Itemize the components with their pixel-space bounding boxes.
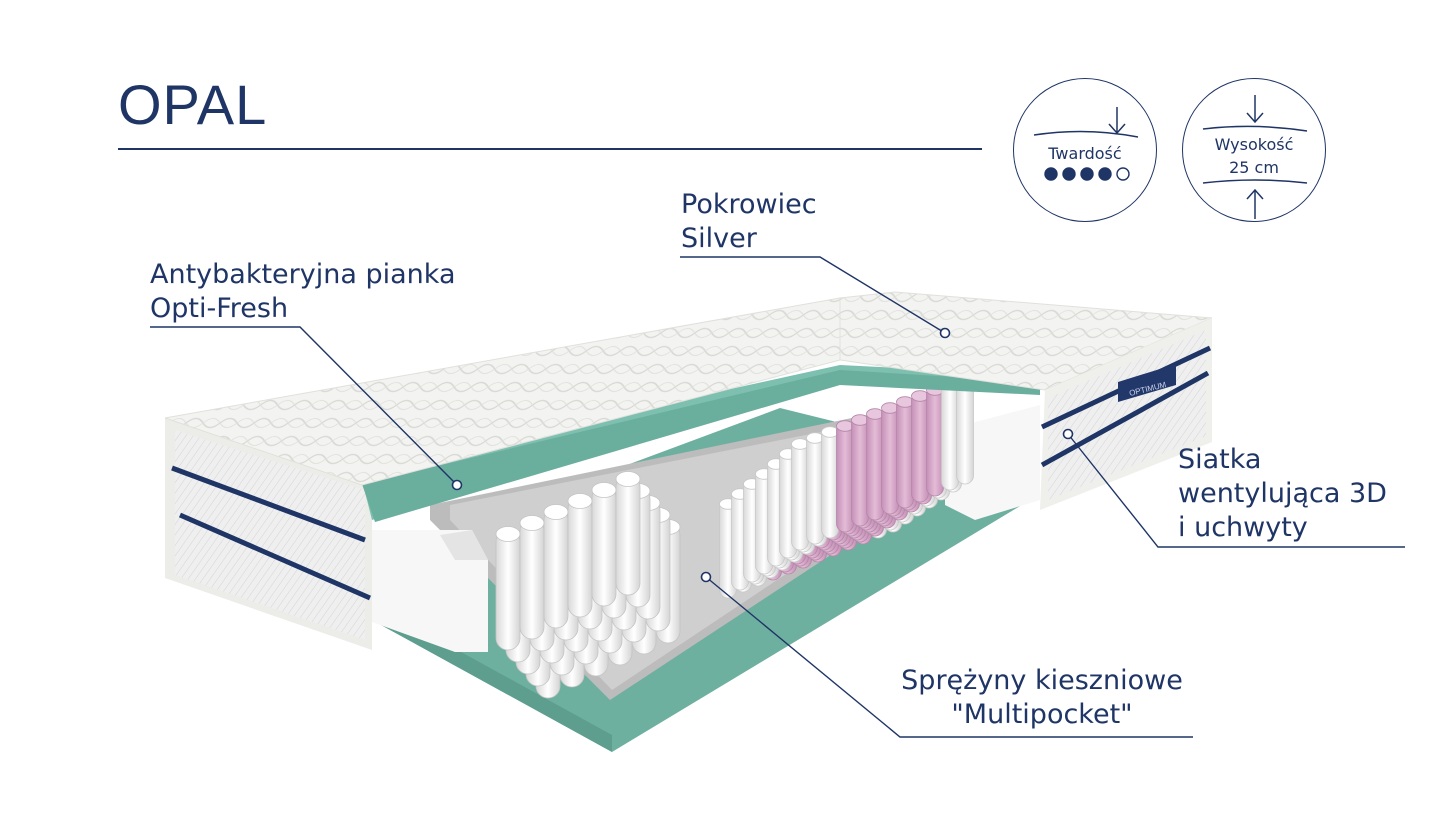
cover-callout-line2: Silver — [681, 223, 757, 254]
firmness-badge: Twardość — [1013, 78, 1157, 222]
springs-leader-line — [705, 576, 1193, 738]
cover-callout: Pokrowiec Silver — [681, 188, 817, 256]
pocket-spring — [821, 426, 839, 539]
pocket-spring — [615, 471, 641, 596]
firmness-dot-filled — [1044, 167, 1058, 181]
mesh-marker — [1062, 428, 1074, 440]
pocket-spring — [941, 378, 959, 491]
height-label: Wysokość — [1214, 135, 1294, 154]
pocket-spring — [591, 482, 617, 607]
pocket-spring — [836, 420, 854, 533]
springs-callout-line1: Sprężyny kieszniowe — [901, 665, 1183, 696]
cover-marker — [939, 327, 951, 339]
product-title: OPAL — [118, 73, 268, 136]
height-badge: Wysokość 25 cm — [1182, 78, 1326, 222]
firmness-dot-filled — [1080, 167, 1094, 181]
edge-foam-left — [372, 530, 488, 652]
firmness-badge-graphic — [1033, 107, 1139, 181]
pocket-spring — [851, 414, 869, 527]
pocket-spring — [495, 526, 521, 651]
mesh-leader-line — [1067, 433, 1405, 548]
pocket-spring — [543, 504, 569, 629]
brand-label-patch — [1118, 364, 1176, 402]
mesh-callout-line3: i uchwyty — [1178, 512, 1308, 543]
cover-callout-line1: Pokrowiec — [681, 189, 817, 220]
surface-line — [1033, 130, 1139, 138]
height-badge-graphic — [1202, 95, 1308, 219]
bottom-line — [1202, 179, 1308, 184]
foam-callout-line1: Antybakteryjna pianka — [150, 259, 456, 290]
side-stripe-top — [171, 465, 366, 543]
firmness-label: Twardość — [1048, 144, 1122, 163]
pocket-spring — [791, 438, 809, 551]
pocket-springs — [495, 372, 974, 699]
springs-marker — [700, 571, 712, 583]
foam-callout: Antybakteryjna pianka Opti-Fresh — [150, 258, 456, 326]
side-mesh — [175, 430, 365, 640]
pocket-spring — [896, 396, 914, 509]
firmness-dots — [1044, 167, 1130, 181]
firmness-dot-empty — [1116, 167, 1130, 181]
springs-callout-line2: "Multipocket" — [951, 699, 1133, 730]
pocket-spring — [926, 384, 944, 497]
mesh-callout: Siatka wentylująca 3D i uchwyty — [1178, 443, 1387, 545]
firmness-dot-filled — [1098, 167, 1112, 181]
foam-callout-line2: Opti-Fresh — [150, 293, 289, 324]
firmness-dot-filled — [1062, 167, 1076, 181]
pocket-spring — [806, 432, 824, 545]
title-divider — [118, 148, 982, 150]
pocket-spring — [567, 493, 593, 618]
springs-callout: Sprężyny kieszniowe "Multipocket" — [887, 664, 1197, 732]
pocket-spring — [881, 402, 899, 515]
top-line — [1202, 125, 1308, 132]
pocket-spring — [866, 408, 884, 521]
pocket-spring — [911, 390, 929, 503]
foam-leader-line — [150, 326, 458, 486]
cover-leader-line — [680, 256, 946, 334]
right-stripe-bottom — [1040, 370, 1210, 468]
mesh-callout-line1: Siatka — [1178, 444, 1262, 475]
side-stripe-bottom — [178, 512, 372, 601]
mesh-callout-line2: wentylująca 3D — [1178, 478, 1387, 509]
foam-marker — [451, 479, 463, 491]
height-value: 25 cm — [1229, 158, 1279, 177]
pocket-spring — [519, 515, 545, 640]
